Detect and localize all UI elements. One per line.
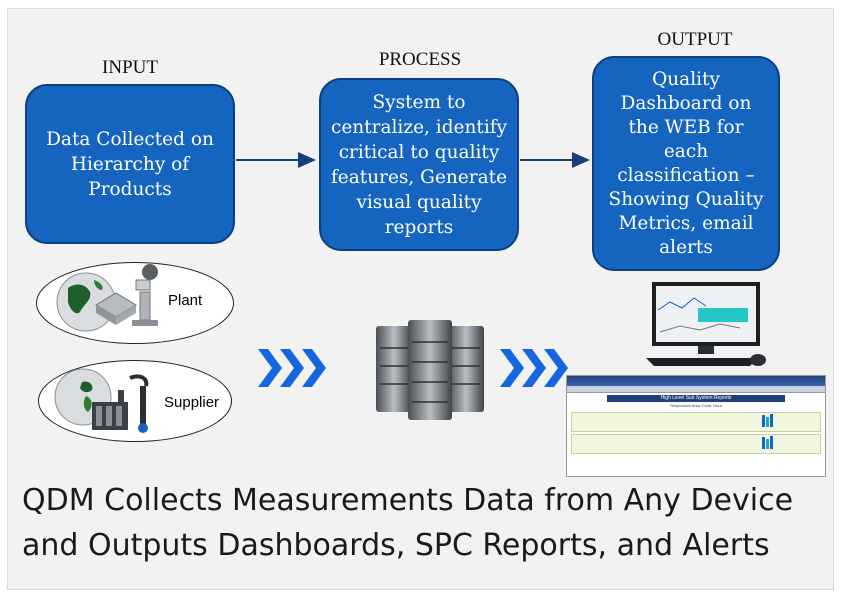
process-label: PROCESS (378, 49, 462, 70)
process-line: features, Generate (330, 166, 508, 188)
output-label: OUTPUT (657, 29, 733, 50)
input-line: Hierarchy of (70, 153, 190, 175)
chevron-right-icon (500, 349, 568, 387)
output-box: Quality Dashboard on the WEB for each cl… (592, 56, 780, 271)
factory-icon (95, 292, 137, 325)
process-line: visual quality (356, 191, 482, 213)
process-box: System to centralize, identify critical … (319, 78, 519, 251)
output-line: alerts (659, 236, 713, 258)
dashboard-title: High Level Sub System Reports (607, 395, 785, 402)
output-line: the WEB for (628, 116, 744, 138)
robot-arm-icon (132, 264, 158, 326)
dashboard-row (571, 412, 821, 432)
input-line: Products (88, 178, 172, 200)
dashboard-header (567, 376, 825, 386)
plant-label: Plant (168, 292, 203, 309)
robot-arm-icon (129, 374, 149, 433)
server-rack-icon (376, 320, 484, 420)
computer-monitor-icon (646, 282, 766, 366)
process-line: critical to quality (338, 141, 500, 163)
process-line: System to (372, 91, 466, 113)
caption-line-2: and Outputs Dashboards, SPC Reports, and… (22, 528, 770, 563)
dashboard-subtitle: Responsive Area Code: Hour (670, 403, 722, 408)
supplier-label: Supplier (164, 394, 220, 411)
globe-icon (56, 272, 116, 332)
dashboard-row (571, 434, 821, 454)
output-line: Showing Quality (608, 188, 764, 210)
output-line: Dashboard on (620, 92, 752, 114)
chevron-right-icon (258, 349, 326, 387)
input-box: Data Collected on Hierarchy of Products (25, 84, 235, 244)
process-line: reports (384, 216, 454, 238)
output-line: Quality (652, 68, 720, 90)
factory-icon (92, 390, 128, 430)
process-line: centralize, identify (330, 116, 508, 138)
input-label: INPUT (102, 57, 158, 78)
dashboard-nav (567, 386, 825, 393)
caption-line-1: QDM Collects Measurements Data from Any … (22, 483, 794, 518)
input-line: Data Collected on (46, 128, 214, 150)
output-line: classification – (617, 164, 755, 186)
output-line: Metrics, email (618, 212, 754, 234)
output-line: each (663, 140, 709, 162)
dashboard-screenshot: High Level Sub System Reports Responsive… (566, 375, 826, 477)
